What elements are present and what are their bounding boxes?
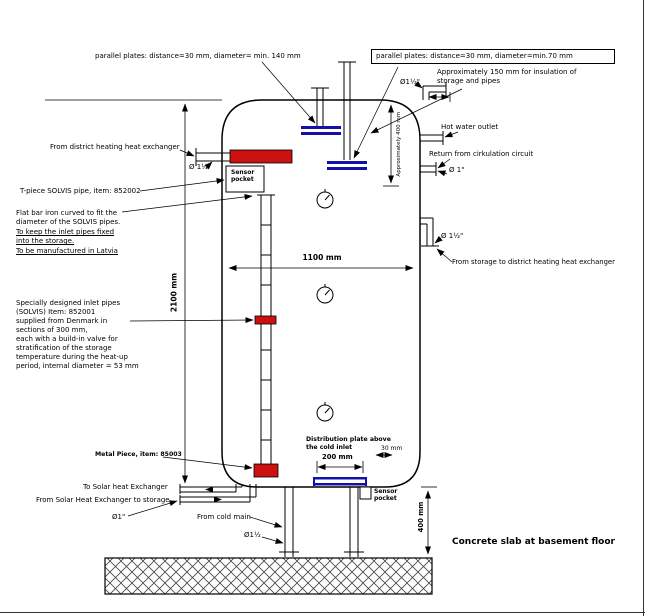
parallel-plates-right-label: parallel plates: distance=30 mm, diamete…: [371, 49, 615, 64]
parallel-plates-left-label: parallel plates: distance=30 mm, diamete…: [95, 52, 301, 60]
metal-piece-label: Metal Piece, item: 85003: [95, 451, 182, 458]
from-storage-label: From storage to district heating heat ex…: [452, 258, 615, 266]
floor-clearance-label: 400 mm: [417, 501, 425, 533]
distribution-plate-end-right: [365, 477, 367, 486]
red-inlet-parts: [229, 149, 293, 478]
sensor-pocket-top-label: Sensor pocket: [231, 169, 255, 183]
insulation-note: Approximately 150 mm for insulation of s…: [437, 68, 577, 85]
parallel-plate-top-1: [301, 126, 341, 129]
inlet-pipes-note: Specially designed inlet pipes (SOLVIS) …: [16, 299, 139, 370]
inlet-coupling-red-part: [254, 315, 277, 325]
dimension-lines: [45, 92, 451, 555]
return-diameter-label: Ø 1": [449, 166, 465, 174]
gauge-icon: [316, 189, 334, 209]
district-inlet-diameter-label: Ø 1½": [189, 163, 212, 171]
thermometer-gauges: [316, 189, 334, 422]
to-solar-label: To Solar heat Exchanger: [83, 483, 168, 491]
flat-bar-note-2: To keep the inlet pipes fixed into the s…: [16, 228, 115, 245]
flow-arrow-left-icon: [205, 486, 213, 493]
sensor-pocket-bottom-label: Sensor pocket: [374, 488, 398, 502]
pipework: [179, 61, 447, 557]
flat-bar-note-1: Flat bar iron curved to fit the diameter…: [16, 209, 121, 226]
width-dimension-label: 1100 mm: [302, 253, 342, 262]
flat-bar-note-3: To be manufactured in Latvia: [16, 247, 118, 255]
distribution-plate-end-left: [313, 477, 315, 486]
hot-water-outlet-label: Hot water outlet: [441, 123, 499, 131]
slab-hatch: [104, 557, 433, 595]
plate-width-label: 200 mm: [322, 453, 353, 461]
height-dimension-label: 2100 mm: [169, 272, 179, 313]
from-district-label: From district heating heat exchanger: [50, 143, 180, 151]
storage-out-diameter-label: Ø 1½": [441, 232, 464, 240]
metal-piece-red-part: [253, 463, 279, 478]
return-circulation-label: Return from cirkulation circuit: [429, 150, 534, 158]
sensor-pockets: [225, 165, 372, 500]
vent-diameter-label: Ø1½": [400, 78, 420, 86]
distribution-plate-1: [314, 477, 366, 480]
sensor-pocket-top-box: [225, 165, 265, 193]
parallel-plate-mid-2: [327, 167, 367, 170]
flow-arrow-right-icon: [214, 496, 222, 503]
top-clearance-label: Approximately 400 mm: [395, 111, 402, 177]
distribution-plate-label: Distribution plate above the cold inlet: [306, 436, 391, 451]
gauge-icon: [316, 284, 334, 304]
solar-diameter-label: Ø1": [112, 513, 126, 521]
plate-gap-label: 30 mm: [381, 445, 403, 452]
t-piece-red-part: [229, 149, 293, 164]
sensor-pocket-bottom-box: [359, 486, 372, 500]
distribution-plate-2: [314, 483, 366, 486]
blue-plates: [301, 126, 367, 486]
parallel-plate-mid-1: [327, 161, 367, 164]
gauge-icon: [316, 402, 334, 422]
t-piece-label: T-piece SOLVIS pipe, item: 852002: [20, 187, 141, 195]
cold-main-label: From cold main: [197, 513, 251, 521]
concrete-slab: [104, 557, 433, 595]
parallel-plate-top-2: [301, 132, 341, 135]
leader-lines: [121, 61, 463, 544]
cold-diameter-label: Ø1½: [244, 531, 261, 539]
from-solar-label: From Solar Heat Exchanger to storage: [36, 496, 170, 504]
concrete-slab-label: Concrete slab at basement floor: [452, 537, 615, 547]
pipe-flow-arrows: [205, 486, 222, 503]
